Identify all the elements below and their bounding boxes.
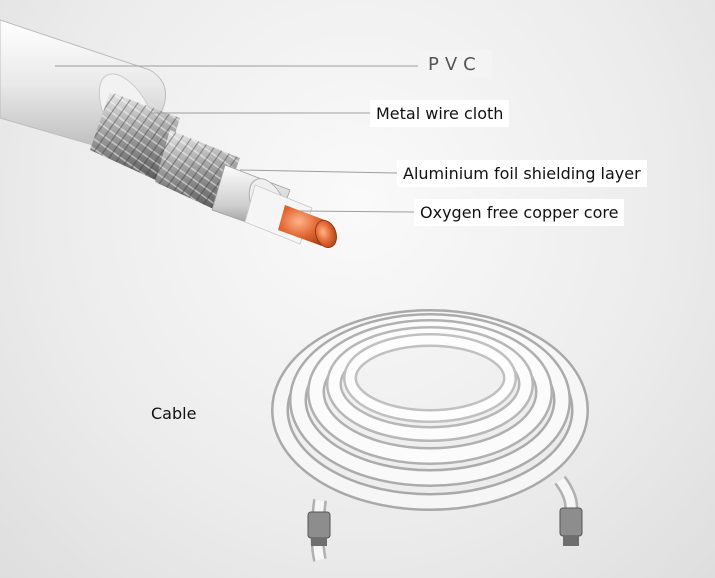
aluminium-foil-label: Aluminium foil shielding layer bbox=[397, 160, 647, 187]
connector-right bbox=[559, 507, 583, 546]
coiled-cable bbox=[271, 309, 589, 562]
pvc-label: PVC bbox=[418, 50, 492, 79]
connector-left bbox=[307, 511, 331, 546]
leader-lines bbox=[55, 65, 418, 213]
copper-core-label: Oxygen free copper core bbox=[414, 199, 625, 226]
cable-label: Cable bbox=[151, 404, 197, 423]
metal-wire-cloth-label: Metal wire cloth bbox=[370, 100, 510, 127]
cable-cross-section bbox=[0, 19, 337, 248]
